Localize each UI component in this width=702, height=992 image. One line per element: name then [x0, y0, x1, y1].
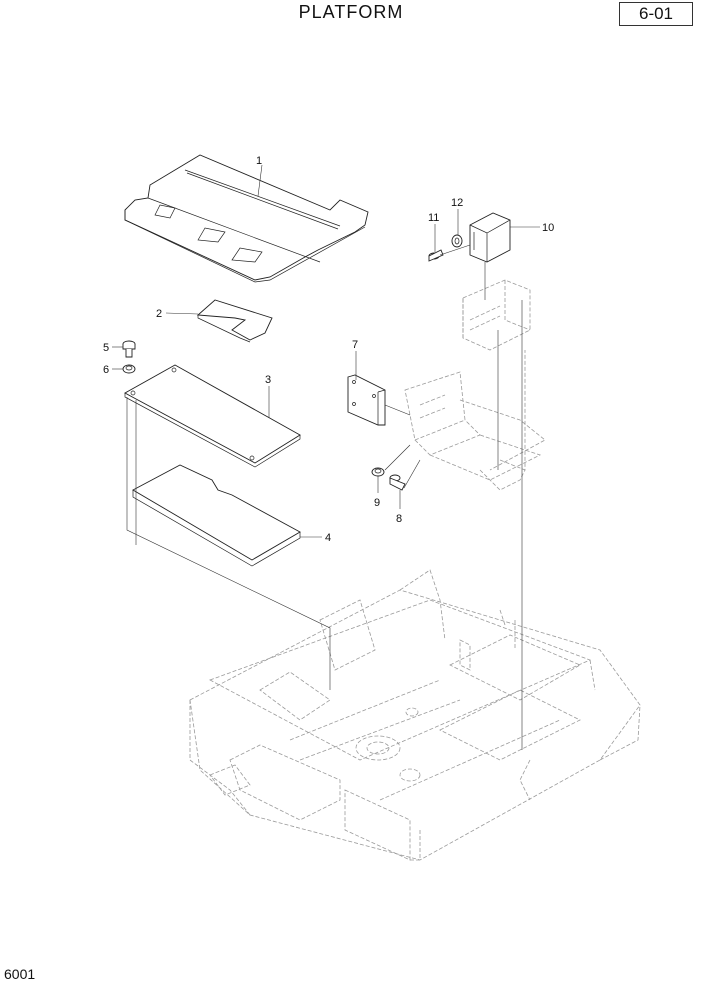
part-floor-plate	[124, 154, 369, 283]
part-floor-mat	[124, 364, 301, 468]
callout-6: 6	[103, 364, 109, 376]
callout-1: 1	[256, 155, 262, 167]
page-number-box: 6-01	[619, 2, 693, 26]
callout-leaders	[112, 164, 540, 538]
callout-12: 12	[451, 197, 463, 209]
part-bolt-5	[122, 340, 136, 358]
part-insulation-pad	[132, 464, 301, 567]
callout-7: 7	[352, 339, 358, 351]
part-washer-9	[371, 467, 385, 477]
part-washer-6	[122, 364, 136, 374]
callout-11: 11	[428, 212, 439, 224]
upper-frame-ghost	[189, 569, 641, 861]
part-bracket-7	[347, 374, 386, 426]
callout-10: 10	[542, 222, 554, 234]
footer-code: 6001	[4, 966, 36, 982]
callout-4: 4	[325, 532, 331, 544]
part-cover	[196, 299, 273, 343]
part-bolt-11	[428, 249, 444, 262]
assembly-lines	[126, 244, 523, 750]
callout-3: 3	[265, 374, 271, 386]
part-nut-12	[451, 234, 463, 248]
callout-8: 8	[396, 513, 402, 525]
callout-9: 9	[374, 497, 380, 509]
part-bolt-8	[389, 474, 406, 491]
part-box-10	[469, 212, 511, 263]
seat-mount-ghost	[404, 279, 546, 491]
callout-2: 2	[156, 308, 162, 320]
callout-labels: 1 2 3 4 5 6 7 8 9 10 11 12	[103, 155, 554, 544]
callout-5: 5	[103, 342, 109, 354]
page-title: PLATFORM	[298, 2, 404, 22]
